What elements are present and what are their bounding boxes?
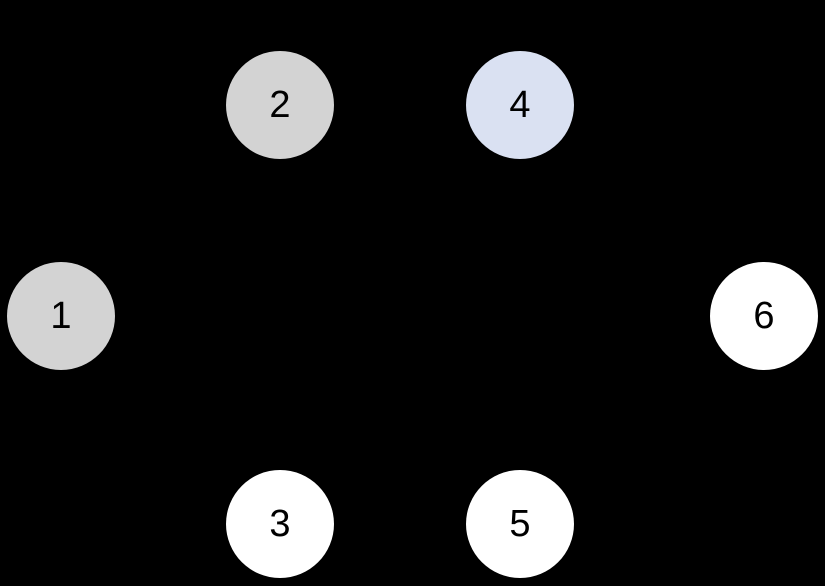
graph-node-label-5: 5 — [509, 503, 531, 545]
graph-node-4[interactable]: 4 — [466, 51, 574, 159]
graph-node-3[interactable]: 3 — [226, 470, 334, 578]
graph-node-label-2: 2 — [269, 84, 291, 126]
graph-node-1[interactable]: 1 — [7, 262, 115, 370]
edges-group — [60, 104, 765, 525]
graph-node-2[interactable]: 2 — [226, 51, 334, 159]
graph-node-6[interactable]: 6 — [710, 262, 818, 370]
graph-node-label-1: 1 — [50, 295, 72, 337]
graph-node-label-4: 4 — [509, 84, 531, 126]
graph-node-label-3: 3 — [269, 503, 291, 545]
graph-node-label-6: 6 — [753, 295, 775, 337]
graph-node-5[interactable]: 5 — [466, 470, 574, 578]
